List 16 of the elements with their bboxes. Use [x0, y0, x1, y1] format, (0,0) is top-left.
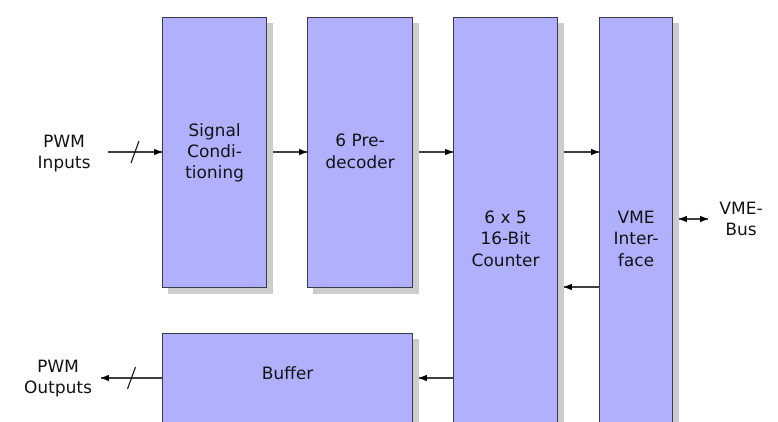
arrow [564, 284, 599, 290]
arrow [564, 148, 599, 156]
arrow [679, 216, 708, 222]
block-label: 6 Pre- decoder [324, 131, 396, 174]
block-label: VME Inter- face [612, 208, 660, 272]
signal-label: PWM Outputs [23, 356, 93, 400]
arrow [419, 148, 453, 156]
arrow [273, 148, 307, 156]
arrow [101, 374, 162, 382]
arrow [419, 374, 453, 382]
block-label: Signal Condi- tioning [184, 120, 245, 184]
block-label: 6 x 5 16-Bit Counter [470, 208, 540, 272]
signal-label: VME- Bus [718, 198, 764, 242]
signal-label: PWM Inputs [36, 132, 92, 174]
arrow [108, 148, 162, 156]
block-label: Buffer [262, 364, 314, 386]
